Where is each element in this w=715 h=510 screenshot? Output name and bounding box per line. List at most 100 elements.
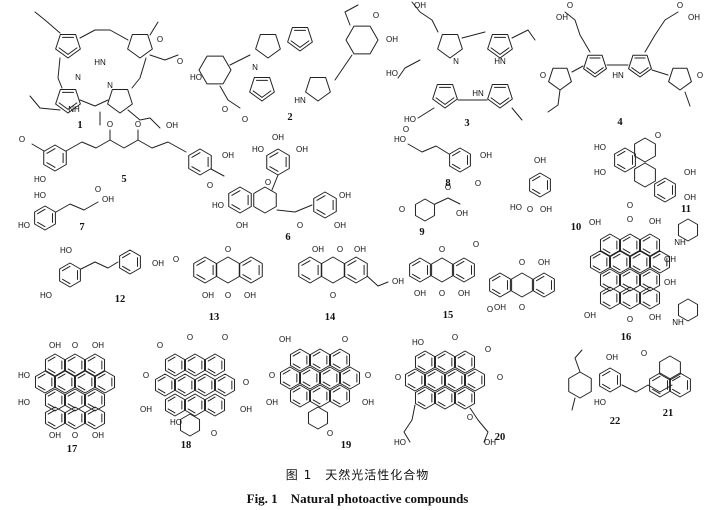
compound-number: 14 <box>325 312 336 323</box>
atom-label: HO <box>34 175 46 184</box>
atom-label: HO <box>40 291 52 300</box>
atom-label: HO <box>404 115 416 124</box>
atom-label: O <box>222 333 228 342</box>
atom-label: OH <box>606 353 618 362</box>
atom-label: O <box>519 303 525 312</box>
atom-label: O <box>157 341 163 350</box>
atom-label: OH <box>362 398 374 407</box>
atom-label: O <box>467 413 473 422</box>
atom-label: O <box>697 71 703 80</box>
compound-number: 5 <box>121 174 126 185</box>
compound-number: 21 <box>663 408 674 419</box>
compound-number: 15 <box>443 310 454 321</box>
atom-label: O <box>567 1 573 10</box>
atom-label: O <box>72 431 78 440</box>
compound-22: OH HO 22 <box>568 349 673 427</box>
atom-label: OH <box>584 311 596 320</box>
atom-label: O <box>395 373 401 382</box>
atom-label: HN <box>94 58 106 67</box>
atom-label: OH <box>480 151 492 160</box>
atom-label: O <box>497 373 503 382</box>
compound-number: 9 <box>419 227 424 238</box>
atom-label: HO <box>170 418 182 427</box>
compound-number: 11 <box>681 204 691 215</box>
figure-caption-chinese: 图 1 天然光活性化合物 <box>285 468 430 482</box>
compound-number: 18 <box>181 440 192 451</box>
compound-number: 3 <box>464 118 469 129</box>
atom-label: O <box>225 291 231 300</box>
compound-number: 17 <box>67 444 78 455</box>
atom-label: OH <box>664 278 676 287</box>
compound-number: 10 <box>571 222 582 233</box>
atom-label: HO <box>252 145 264 154</box>
atom-label: O <box>107 120 113 129</box>
atom-label: OH <box>684 193 696 202</box>
compound-number: 8 <box>445 178 450 189</box>
atom-label: OH <box>102 195 114 204</box>
atom-label: O <box>243 378 249 387</box>
atom-label: OH <box>236 221 248 230</box>
atom-label: OH <box>538 258 550 267</box>
compound-number: 22 <box>610 416 621 427</box>
atom-label: OH <box>392 277 404 286</box>
atom-label: OH <box>484 438 496 447</box>
atom-label: O <box>627 201 633 210</box>
atom-label: O <box>540 71 546 80</box>
atom-label: O <box>95 185 101 194</box>
atom-label: OH <box>334 221 346 230</box>
atom-label: OH <box>386 35 398 44</box>
atom-label: O <box>641 349 647 358</box>
atom-label: O <box>627 215 633 224</box>
atom-label: OH <box>222 151 234 160</box>
atom-label: OH <box>456 209 468 218</box>
compound-21: O 21 <box>641 349 691 419</box>
atom-label: O <box>19 135 25 144</box>
compound-number: 13 <box>209 312 220 323</box>
figure-caption-english: Fig. 1 Natural photoactive compounds <box>246 491 469 506</box>
atom-label: OH <box>414 1 426 10</box>
atom-label: OH <box>534 156 546 165</box>
atom-label: OH <box>339 191 351 200</box>
atom-label: NH <box>68 105 80 114</box>
compound-number: 20 <box>495 432 506 443</box>
atom-label: OH <box>266 398 278 407</box>
atom-label: HO <box>594 398 606 407</box>
atom-label: N <box>252 63 258 72</box>
atom-label: OH <box>688 13 700 22</box>
atom-label: HO <box>412 338 424 347</box>
compound-number: 16 <box>621 332 632 343</box>
atom-label: O <box>265 178 271 187</box>
atom-label: OH <box>272 133 284 142</box>
atom-label: O <box>519 258 525 267</box>
atom-label: OH <box>684 168 696 177</box>
compound-number: 1 <box>77 120 82 131</box>
atom-label: O <box>655 131 661 140</box>
atom-label: O <box>403 125 409 134</box>
atom-label: O <box>327 429 333 438</box>
atom-label: OH <box>414 289 426 298</box>
atom-label: HO <box>510 203 522 212</box>
atom-label: HN <box>294 96 306 105</box>
atom-label: N <box>107 81 113 90</box>
atom-label: HO <box>594 168 606 177</box>
atom-label: HO <box>394 438 406 447</box>
atom-label: OH <box>92 341 104 350</box>
atom-label: NH <box>674 238 686 247</box>
atom-label: O <box>473 240 479 249</box>
atom-label: OH <box>140 405 152 414</box>
atom-label: HO <box>60 246 72 255</box>
